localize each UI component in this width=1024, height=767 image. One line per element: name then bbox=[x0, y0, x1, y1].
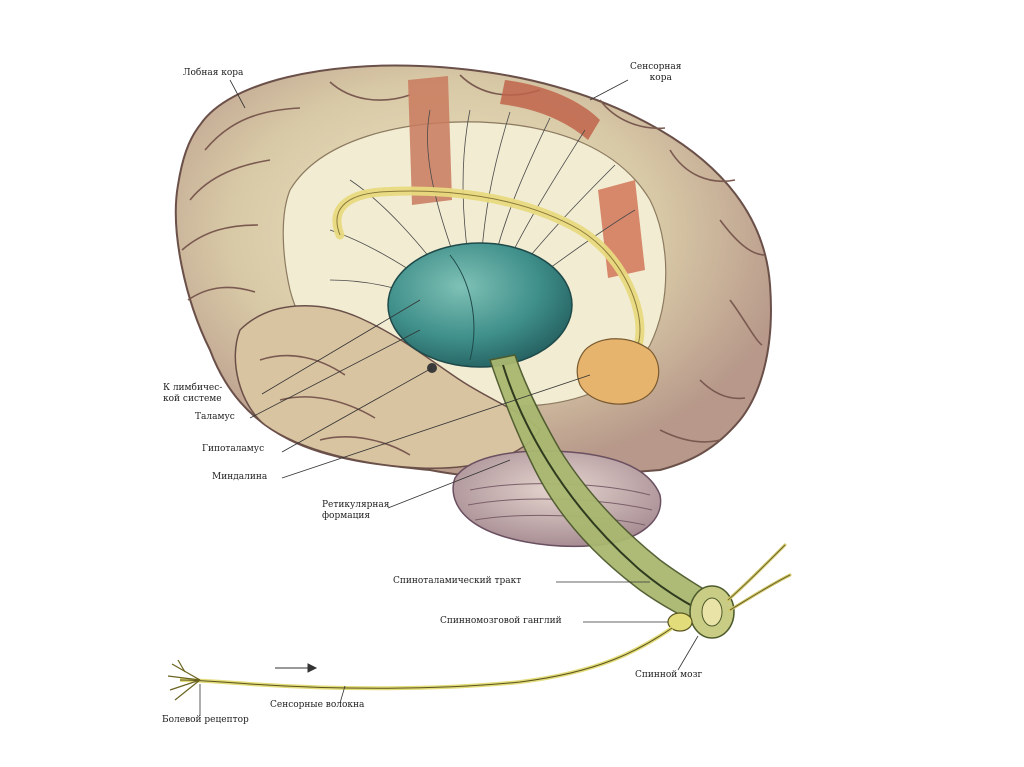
sensory-nerve-fiber bbox=[179, 626, 674, 691]
label-frontal-cortex: Лобная кора bbox=[183, 68, 244, 78]
label-reticular-formation: Ретикулярная формация bbox=[322, 500, 389, 522]
label-hypothalamus: Гипоталамус bbox=[202, 444, 265, 454]
label-sensory-cortex-line1: Сенсорная bbox=[630, 62, 682, 72]
label-sensory-fibers: Сенсорные волокна bbox=[270, 700, 365, 710]
spinal-nerve-roots bbox=[726, 543, 792, 612]
label-sensory-cortex: Сенсорная кора bbox=[630, 62, 681, 84]
label-spinal-ganglion: Спинномозговой ганглий bbox=[440, 616, 562, 626]
leader-lines bbox=[199, 79, 699, 716]
label-amygdala: Миндалина bbox=[212, 472, 268, 482]
label-reticular-line1: Ретикулярная bbox=[322, 500, 390, 510]
label-pain-receptor: Болевой рецептор bbox=[162, 715, 249, 725]
label-sensory-cortex-line2: кора bbox=[649, 73, 672, 83]
label-spinothalamic-tract: Спиноталамический тракт bbox=[393, 576, 522, 586]
pain-receptor-endings bbox=[167, 659, 201, 701]
label-reticular-line2: формация bbox=[322, 511, 371, 521]
label-to-limbic-line1: К лимбичес- bbox=[163, 383, 223, 393]
label-to-limbic-line2: кой системе bbox=[163, 394, 222, 404]
thalamus-body bbox=[387, 242, 573, 368]
label-to-limbic-system: К лимбичес- кой системе bbox=[163, 383, 222, 405]
label-thalamus: Таламус bbox=[195, 412, 235, 422]
frontal-strip bbox=[408, 76, 452, 205]
amygdala-body bbox=[576, 338, 660, 405]
signal-direction-arrow bbox=[275, 663, 318, 673]
sensory-cortex-strip bbox=[500, 80, 600, 140]
label-spinal-cord: Спинной мозг bbox=[635, 670, 703, 680]
